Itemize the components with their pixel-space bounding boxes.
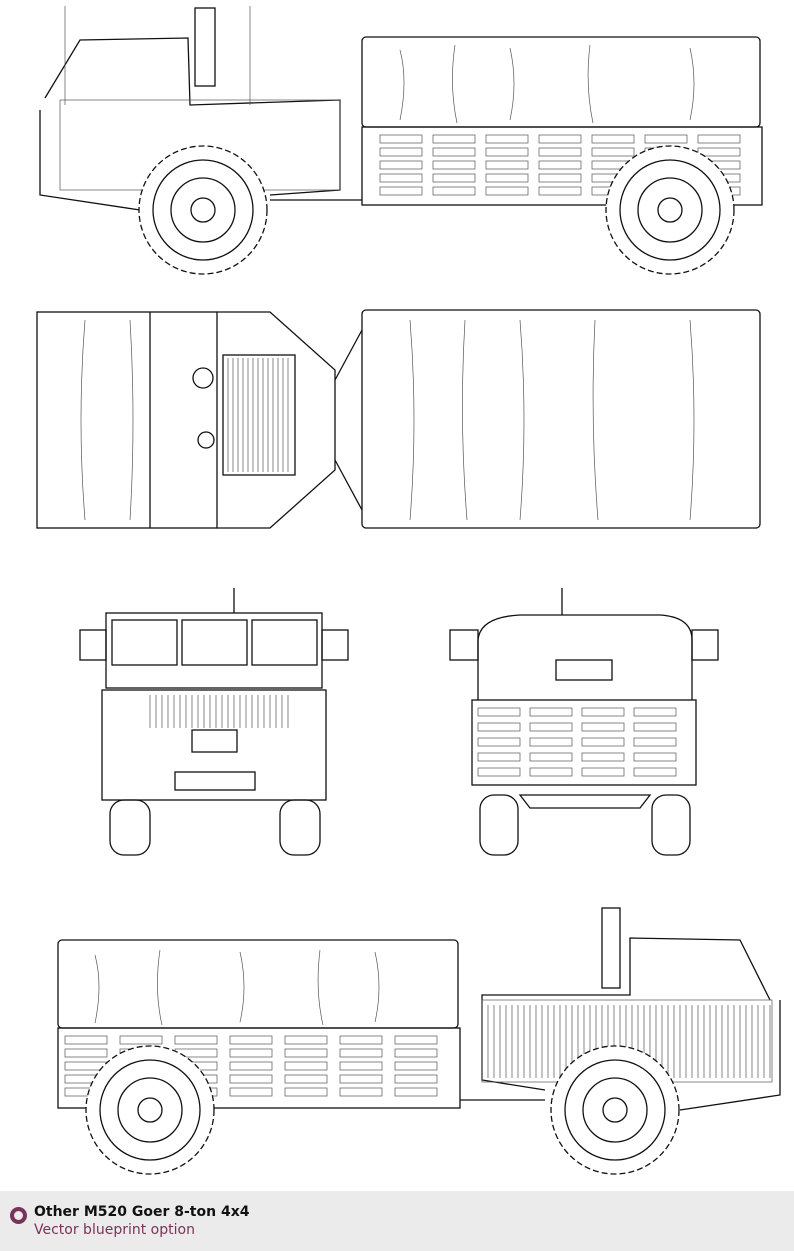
- slat: [485, 147, 529, 157]
- tire-inner: [619, 159, 721, 261]
- slat: [581, 752, 625, 762]
- slat: [432, 173, 476, 183]
- slat: [633, 737, 677, 747]
- slat: [529, 737, 573, 747]
- slat: [538, 147, 582, 157]
- vehicle-blueprint: [36, 6, 781, 1175]
- slat: [591, 147, 635, 157]
- slat: [477, 707, 521, 717]
- slat: [284, 1087, 328, 1097]
- slat: [633, 722, 677, 732]
- slat: [633, 752, 677, 762]
- slat: [379, 134, 423, 144]
- slat: [485, 173, 529, 183]
- rim: [582, 1077, 648, 1143]
- slat: [485, 160, 529, 170]
- hub: [602, 1097, 628, 1123]
- slat: [538, 134, 582, 144]
- slat: [64, 1048, 108, 1058]
- slat: [394, 1074, 438, 1084]
- caption-title: Other M520 Goer 8-ton 4x4: [34, 1204, 250, 1220]
- slat: [394, 1061, 438, 1071]
- slat: [485, 134, 529, 144]
- slat: [581, 722, 625, 732]
- hub: [657, 197, 683, 223]
- slat: [394, 1048, 438, 1058]
- slat: [284, 1035, 328, 1045]
- slat: [229, 1061, 273, 1071]
- top-view: [36, 309, 761, 529]
- rim: [637, 177, 703, 243]
- slat: [633, 767, 677, 777]
- slat: [229, 1074, 273, 1084]
- slat: [581, 767, 625, 777]
- slat: [581, 707, 625, 717]
- slat: [485, 186, 529, 196]
- slat: [394, 1087, 438, 1097]
- slat: [284, 1048, 328, 1058]
- slat: [477, 767, 521, 777]
- slat: [697, 134, 741, 144]
- slat: [229, 1048, 273, 1058]
- rear-view: [449, 588, 719, 856]
- slat: [581, 737, 625, 747]
- slat: [432, 134, 476, 144]
- slat: [174, 1035, 218, 1045]
- slat: [538, 173, 582, 183]
- slat: [529, 752, 573, 762]
- tire-inner: [99, 1059, 201, 1161]
- slat: [339, 1061, 383, 1071]
- tire: [550, 1045, 680, 1175]
- front-view: [79, 588, 349, 856]
- slat: [229, 1087, 273, 1097]
- slat: [379, 173, 423, 183]
- tire: [605, 145, 735, 275]
- caption-bar: Other M520 Goer 8-ton 4x4 Vector bluepri…: [0, 1191, 794, 1251]
- slat: [379, 147, 423, 157]
- slat: [284, 1061, 328, 1071]
- rim: [117, 1077, 183, 1143]
- slat: [529, 767, 573, 777]
- rim: [170, 177, 236, 243]
- hub: [137, 1097, 163, 1123]
- tire: [85, 1045, 215, 1175]
- slat: [119, 1035, 163, 1045]
- slat: [379, 186, 423, 196]
- slat: [591, 134, 635, 144]
- slat: [538, 186, 582, 196]
- slat: [538, 160, 582, 170]
- hub: [190, 197, 216, 223]
- caption-subtitle: Vector blueprint option: [34, 1222, 195, 1238]
- slat: [64, 1035, 108, 1045]
- slat: [229, 1035, 273, 1045]
- slat: [432, 186, 476, 196]
- tire-inner: [152, 159, 254, 261]
- slat: [394, 1035, 438, 1045]
- slat: [697, 147, 741, 157]
- slat: [477, 752, 521, 762]
- slat: [633, 707, 677, 717]
- slat: [284, 1074, 328, 1084]
- slat: [477, 737, 521, 747]
- tire-inner: [564, 1059, 666, 1161]
- slat: [379, 160, 423, 170]
- slat: [432, 160, 476, 170]
- circle-bullet-icon: [10, 1207, 27, 1224]
- slat: [339, 1074, 383, 1084]
- slat: [644, 134, 688, 144]
- slat: [432, 147, 476, 157]
- tire: [138, 145, 268, 275]
- slat: [529, 707, 573, 717]
- slat: [529, 722, 573, 732]
- slat: [339, 1035, 383, 1045]
- slat: [339, 1087, 383, 1097]
- slat: [339, 1048, 383, 1058]
- slat: [477, 722, 521, 732]
